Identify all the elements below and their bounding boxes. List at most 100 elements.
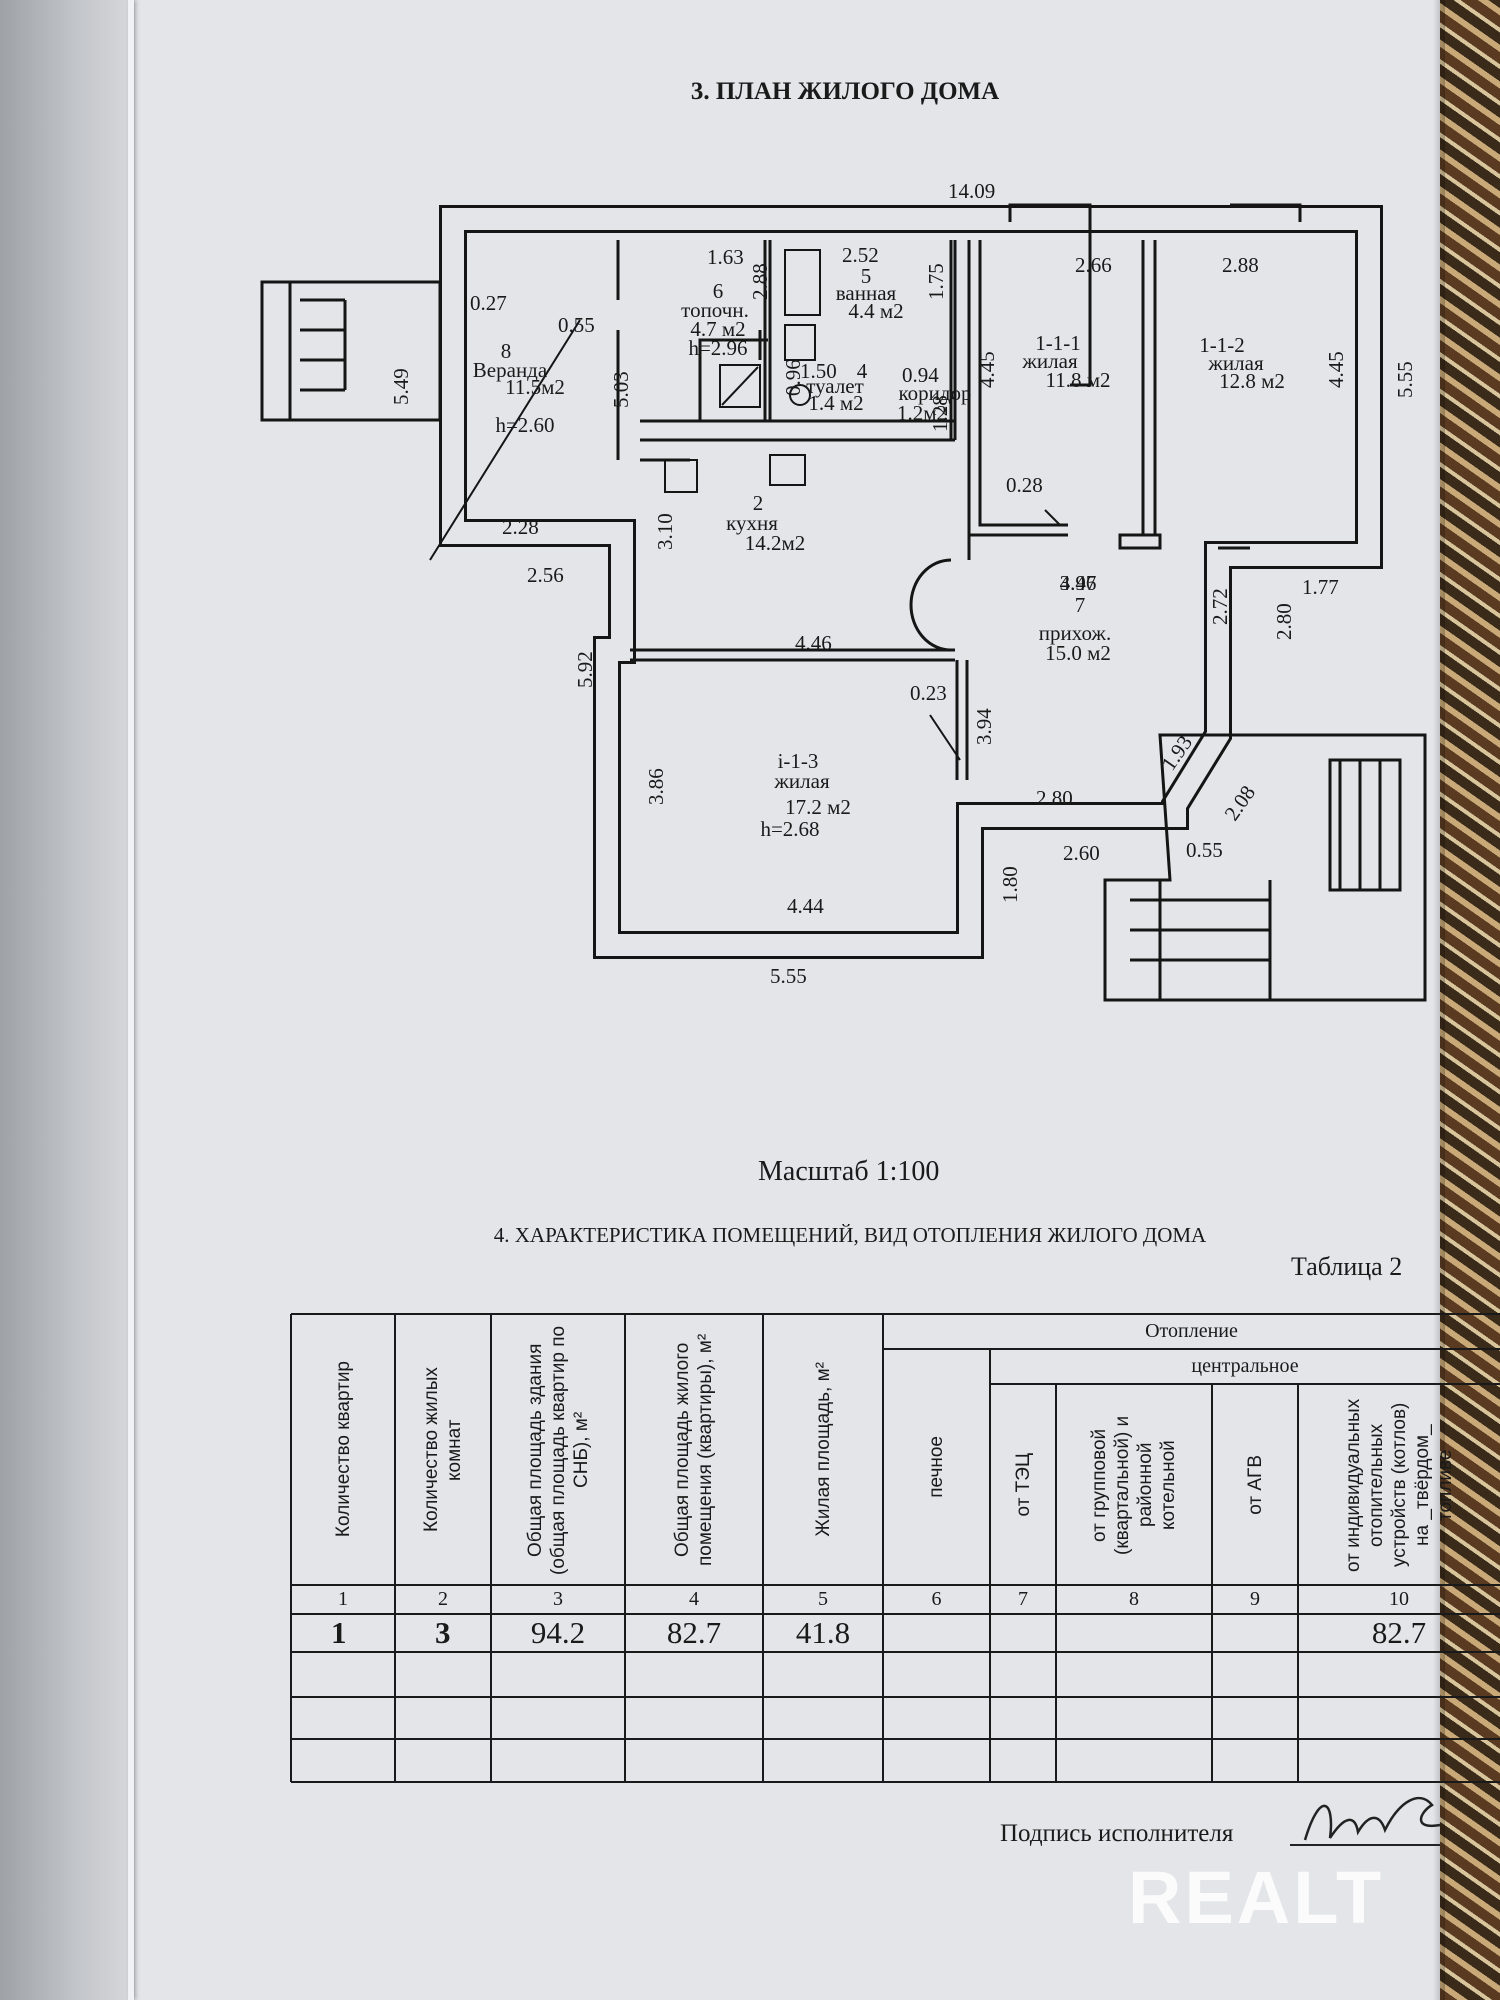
dim-label: 2.88 <box>748 263 772 300</box>
column-number: 5 <box>818 1588 828 1610</box>
room-number: 5 <box>861 264 872 288</box>
dim-label: 5.55 <box>770 964 807 988</box>
table-cell: 3 <box>435 1615 451 1650</box>
room-area: 11.8 м2 <box>1045 368 1110 392</box>
room-zhilaya-1-1-2: 1-1-2 жилая 12.8 м2 <box>1199 333 1285 393</box>
section4-title: 4. ХАРАКТЕРИСТИКА ПОМЕЩЕНИЙ, ВИД ОТОПЛЕН… <box>493 1223 1207 1247</box>
room-name: туалет <box>806 374 864 398</box>
room-number: 1-1-1 <box>1035 331 1081 355</box>
room-height: h=2.96 <box>688 336 747 360</box>
background-left <box>0 0 135 2000</box>
dim-label: 1.63 <box>707 245 744 269</box>
scale-label: Масштаб 1:100 <box>758 1156 940 1187</box>
room-number: 7 <box>1075 593 1086 617</box>
dim-label: 0.23 <box>910 681 947 705</box>
dim-label: 2.72 <box>1208 588 1232 625</box>
dim-label: 4.46 <box>795 631 832 655</box>
dim-label: 0.55 <box>1186 838 1223 862</box>
room-area: 17.2 м2 <box>785 795 851 819</box>
room-area: 1.2м2 <box>897 401 947 425</box>
walls <box>260 203 1427 1002</box>
dim-label: 5.55 <box>1393 361 1417 398</box>
room-prikhozh: 4.46 3.97 7 прихож. 15.0 м2 <box>1039 571 1111 665</box>
page-edge <box>128 0 134 2000</box>
section3-title: 3. ПЛАН ЖИЛОГО ДОМА <box>690 78 1000 105</box>
dim-label: 3.94 <box>972 708 996 745</box>
dim-label: 0.94 <box>902 363 939 387</box>
dim-label: 1.75 <box>924 263 948 300</box>
room-name: прихож. <box>1039 621 1111 645</box>
room-name: Веранда <box>473 358 548 382</box>
room-name: кухня <box>726 511 778 535</box>
dim-label: 3.97 <box>1060 571 1097 595</box>
column-number: 3 <box>553 1588 563 1610</box>
dim-label: 0.55 <box>558 313 595 337</box>
table-cell: 1 <box>331 1615 347 1650</box>
dim-label: 2.52 <box>842 243 879 267</box>
room-area: 4.4 м2 <box>848 299 903 323</box>
table-cell: 82.7 <box>666 1615 722 1650</box>
room-name: коридор <box>898 381 971 405</box>
room-area: 1.4 м2 <box>808 391 863 415</box>
hidden: 4.46 <box>1060 571 1097 595</box>
room-zhilaya-i-1-3: i-1-3 жилая 17.2 м2 h=2.68 <box>760 749 850 841</box>
table-cell: 41.8 <box>795 1615 851 1650</box>
room-vannaya: 5 ванная 4.4 м2 <box>836 264 904 323</box>
signature-label: Подпись исполнителя <box>1000 1820 1234 1847</box>
carpet-background <box>1440 0 1500 2000</box>
page-shadow <box>1433 0 1445 2000</box>
plan-labels: 14.09 1.63 2.52 2.66 2.88 2.88 1.75 0.27… <box>389 179 1417 988</box>
dim-label: 1.50 <box>800 359 837 383</box>
room-name: жилая <box>1021 349 1078 373</box>
room-zhilaya-1-1-1: 1-1-1 жилая 11.8 м2 <box>1021 331 1110 392</box>
room-area: 4.7 м2 <box>690 317 745 341</box>
room-name: топочн. <box>681 298 749 322</box>
table-label: Таблица 2 <box>1291 1252 1403 1281</box>
room-name: жилая <box>1207 351 1264 375</box>
dim-label: 1.77 <box>1302 575 1339 599</box>
column-number: 6 <box>931 1588 942 1610</box>
room-number: 1-1-2 <box>1199 333 1245 357</box>
column-number: 9 <box>1250 1588 1260 1610</box>
dim-label: 2.88 <box>1222 253 1259 277</box>
dim-label: 0.27 <box>470 291 507 315</box>
column-number: 7 <box>1018 1588 1028 1610</box>
column-number: 10 <box>1389 1588 1409 1610</box>
column-number: 1 <box>338 1588 348 1610</box>
dim-label: 4.45 <box>975 351 999 388</box>
dim-label: 3.10 <box>653 513 677 550</box>
room-height: h=2.68 <box>760 817 819 841</box>
room-area: 12.8 м2 <box>1219 369 1285 393</box>
dim-label: 2.28 <box>502 515 539 539</box>
room-tualet: 4 туалет 1.4 м2 <box>806 359 868 415</box>
dim-label: 1.80 <box>998 866 1022 903</box>
dim-label: 5.03 <box>609 371 633 408</box>
dim-label: 5.49 <box>389 368 413 405</box>
dim-label: 0.96 <box>781 359 805 396</box>
room-veranda: 8 Веранда 11.5м2 h=2.60 <box>473 339 565 437</box>
dim-label: 5.92 <box>573 651 597 688</box>
room-topochn: 6 топочн. 4.7 м2 h=2.96 <box>681 279 749 360</box>
dim-label: 2.80 <box>1272 603 1296 640</box>
room-kukhnya: 2 кухня 14.2м2 <box>726 491 805 555</box>
dim-label: 2.80 <box>1036 786 1073 810</box>
room-koridor: коридор 1.2м2 <box>897 381 972 425</box>
room-name: ванная <box>836 281 897 305</box>
room-name: жилая <box>773 769 830 793</box>
dim-label: 0.28 <box>1006 473 1043 497</box>
room-area: 15.0 м2 <box>1045 641 1111 665</box>
dim-label: 1.28 <box>928 395 952 432</box>
column-number: 4 <box>689 1588 699 1610</box>
dim-label: 4.44 <box>787 894 824 918</box>
overall-width-dim: 14.09 <box>948 179 995 203</box>
room-number: i-1-3 <box>778 749 819 773</box>
table-cell: 82.7 <box>1371 1615 1427 1650</box>
dim-label: 2.60 <box>1063 841 1100 865</box>
heating-group-header: Отопление <box>1145 1320 1238 1342</box>
central-group-header: центральное <box>1191 1355 1299 1377</box>
room-number: 8 <box>501 339 512 363</box>
column-number: 8 <box>1129 1588 1139 1610</box>
